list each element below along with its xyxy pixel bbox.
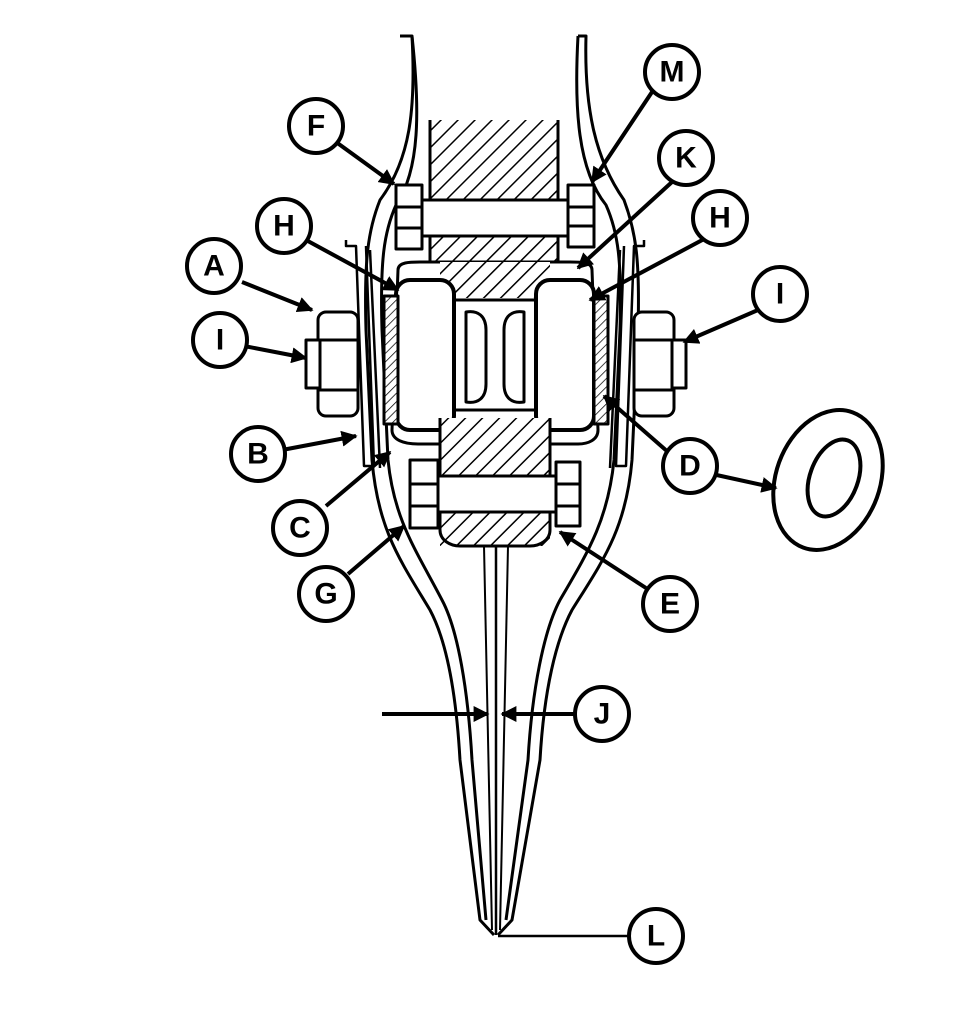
right-blade-outer: [496, 34, 640, 937]
callout-a: A: [185, 237, 243, 295]
right-side-plate: [614, 240, 646, 468]
callout-h-right-label: H: [709, 202, 731, 235]
callout-a-label: A: [203, 250, 225, 283]
callout-c: C: [271, 499, 329, 557]
right-blade-inner: [504, 35, 622, 921]
callout-i-right: I: [751, 265, 809, 323]
callout-b: B: [229, 425, 287, 483]
callout-l-label: L: [647, 920, 665, 953]
right-nut: [632, 310, 676, 418]
lower-nut: [554, 460, 582, 528]
callout-b-label: B: [247, 438, 269, 471]
callout-i-left-label: I: [216, 324, 224, 357]
callout-k-label: K: [675, 142, 697, 175]
callout-m-label: M: [660, 56, 685, 89]
callout-f-label: F: [307, 110, 325, 143]
callout-k: K: [657, 129, 715, 187]
callout-g: G: [297, 565, 355, 623]
callout-j: J: [573, 685, 631, 743]
lower-bolt-head: [408, 458, 440, 530]
upper-bolt-head: [394, 183, 424, 251]
callout-i-left: I: [191, 311, 249, 369]
left-nut: [316, 310, 360, 418]
callout-h-left: H: [255, 197, 313, 255]
callout-h-right: H: [691, 189, 749, 247]
callout-c-label: C: [289, 512, 311, 545]
right-roller: [534, 278, 596, 432]
callout-g-label: G: [314, 578, 337, 611]
left-roller: [394, 278, 456, 432]
leader-lines: [241, 90, 778, 938]
callout-f: F: [287, 97, 345, 155]
callout-i-right-label: I: [776, 278, 784, 311]
callout-l: L: [627, 907, 685, 965]
upper-nut: [566, 183, 596, 249]
upper-bolt-shank: [420, 198, 570, 238]
left-blade-outer: [364, 34, 496, 937]
callout-h-left-label: H: [273, 210, 295, 243]
callout-m: M: [643, 43, 701, 101]
assembly-drawing: [304, 34, 885, 937]
callouts: A B C D E F G H H I I J K L M: [185, 43, 809, 965]
callout-e: E: [641, 575, 699, 633]
callout-d: D: [661, 437, 719, 495]
left-side-plate: [344, 240, 376, 468]
callout-d-label: D: [679, 450, 701, 483]
lower-bolt-shank: [436, 474, 558, 514]
callout-j-label: J: [594, 698, 611, 731]
callout-e-label: E: [660, 588, 680, 621]
